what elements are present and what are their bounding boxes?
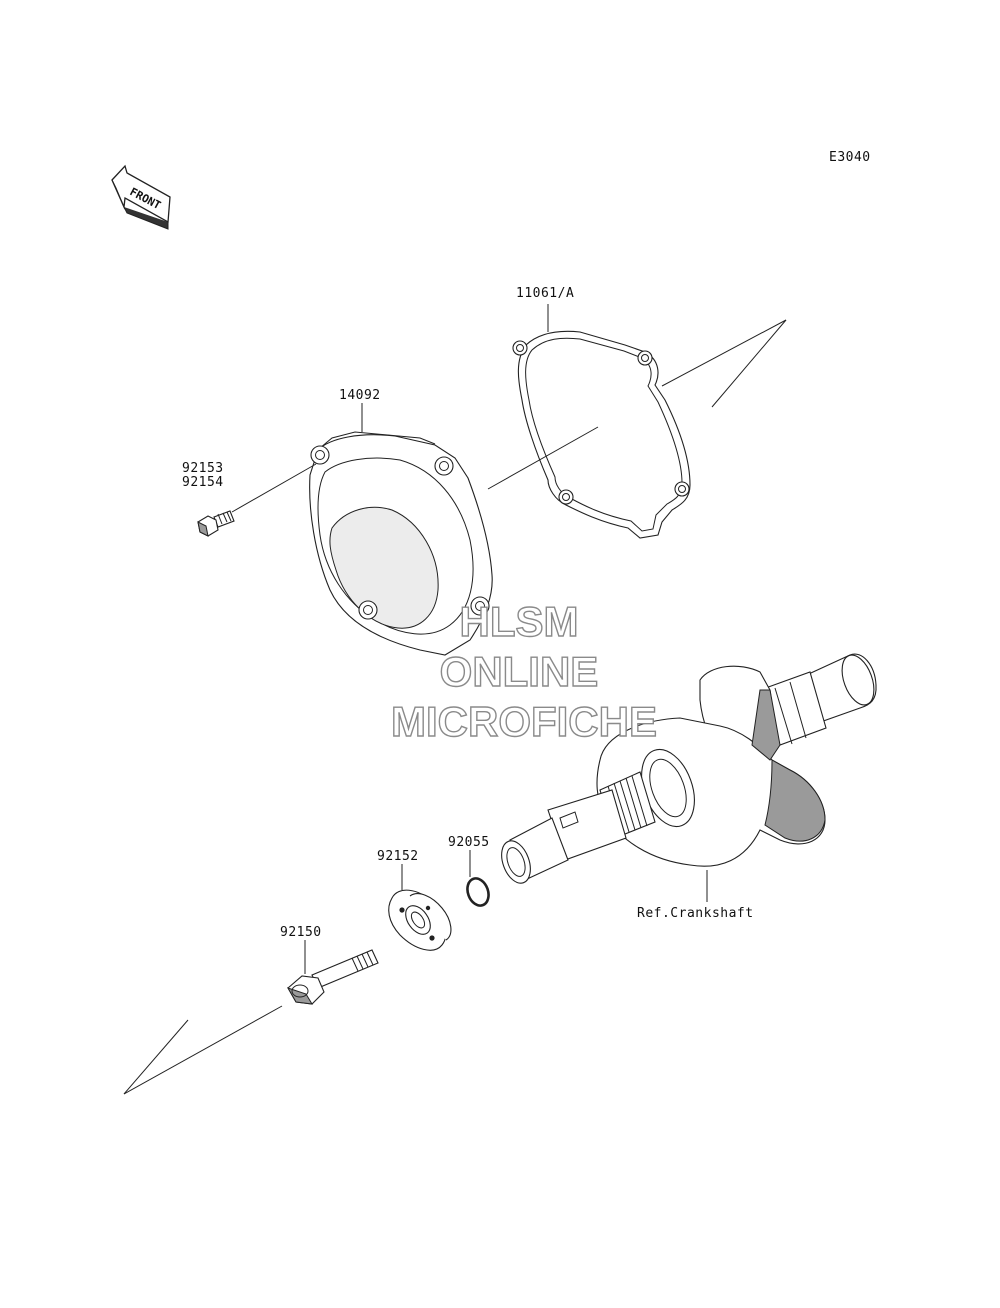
label-14092: 14092 [339,388,381,403]
bolt-92153 [197,510,235,537]
assembly-line-bolt-end [123,1019,189,1095]
assembly-line-gasket-engine [661,319,787,387]
washer-92152 [388,889,452,951]
label-92153: 92153 [182,461,224,476]
cover-14092 [309,431,493,656]
oring-92055 [466,877,490,907]
label-92055: 92055 [448,835,490,850]
watermark-line1: HLSM [460,598,579,645]
label-92154: 92154 [182,475,224,490]
label-92150: 92150 [280,925,322,940]
label-crankshaft: Ref.Crankshaft [637,906,754,921]
bolt-92150 [286,949,379,1005]
assembly-line-gasket-end [711,319,787,408]
diagram-code: E3040 [829,150,871,165]
assembly-line-bolt-cover [231,463,317,513]
crankshaft [501,653,877,884]
watermark-line3: MICROFICHE [391,698,657,745]
label-11061: 11061/A [516,286,574,301]
assembly-line-bolt-main [123,1005,283,1095]
watermark-line2: ONLINE [440,648,599,695]
watermark: HLSM ONLINE MICROFICHE [390,597,657,745]
label-92152: 92152 [377,849,419,864]
gasket-11061 [512,330,691,539]
front-arrow-icon: FRONT [111,164,171,230]
assembly-line-cover-gasket [487,426,599,490]
